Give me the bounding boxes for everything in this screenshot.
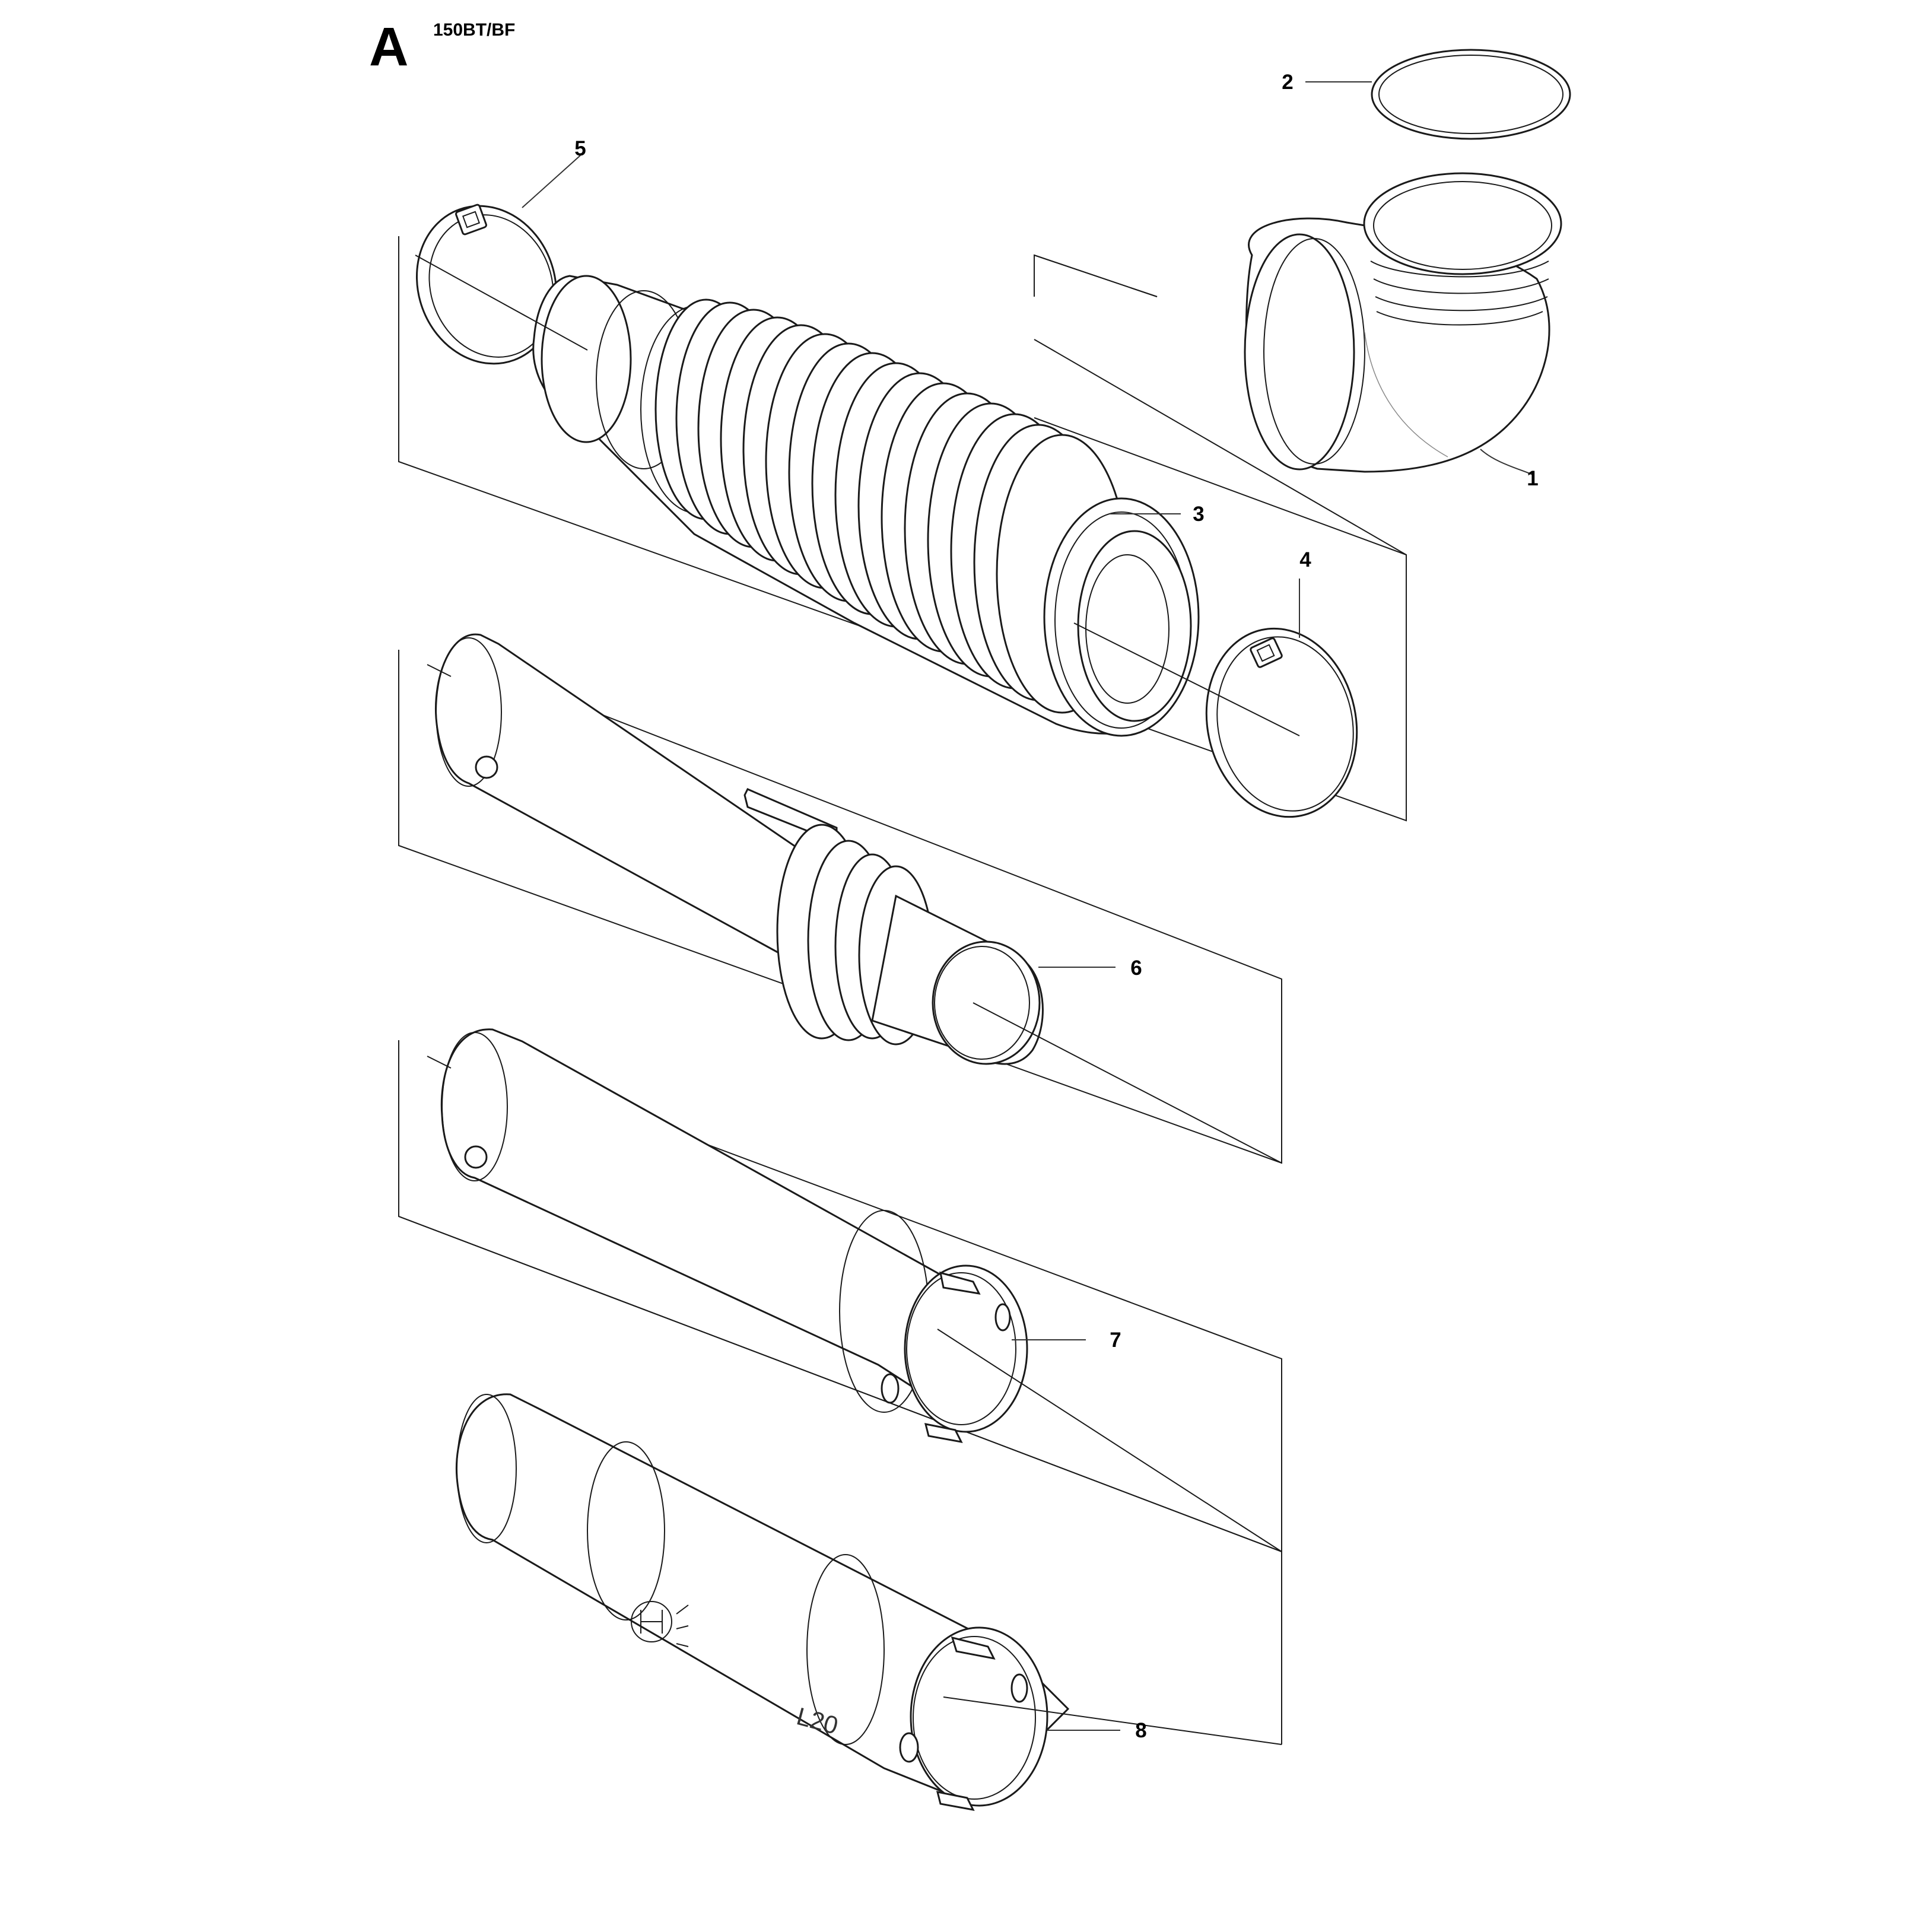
- part-4-hose-clamp: [1205, 627, 1358, 818]
- callout-1: 1: [1527, 467, 1538, 490]
- brand-logo-icon: [631, 1601, 689, 1647]
- part-5-hose-clamp: [415, 204, 558, 365]
- callout-5: 5: [574, 137, 586, 160]
- part-7-tube: [440, 1028, 1028, 1444]
- part-1-elbow: [1244, 172, 1562, 473]
- part-3-bellows-hose: [532, 275, 1200, 737]
- callout-4: 4: [1299, 548, 1311, 571]
- part-8-tube: [455, 1393, 1070, 1812]
- part-2-o-ring: [1371, 49, 1571, 140]
- leader-lines: [522, 81, 1533, 1731]
- model-code: 150BT/BF: [433, 20, 515, 40]
- section-letter: A: [369, 17, 408, 77]
- callout-6: 6: [1130, 957, 1142, 980]
- callout-2: 2: [1282, 71, 1293, 94]
- assembly-axis-lines: [415, 255, 1300, 1745]
- part-6-tube: [434, 633, 1044, 1065]
- callout-3: 3: [1193, 503, 1204, 526]
- callout-7: 7: [1110, 1329, 1121, 1352]
- assembly-frame-elbow: [1034, 254, 1407, 821]
- callout-8: 8: [1135, 1719, 1146, 1742]
